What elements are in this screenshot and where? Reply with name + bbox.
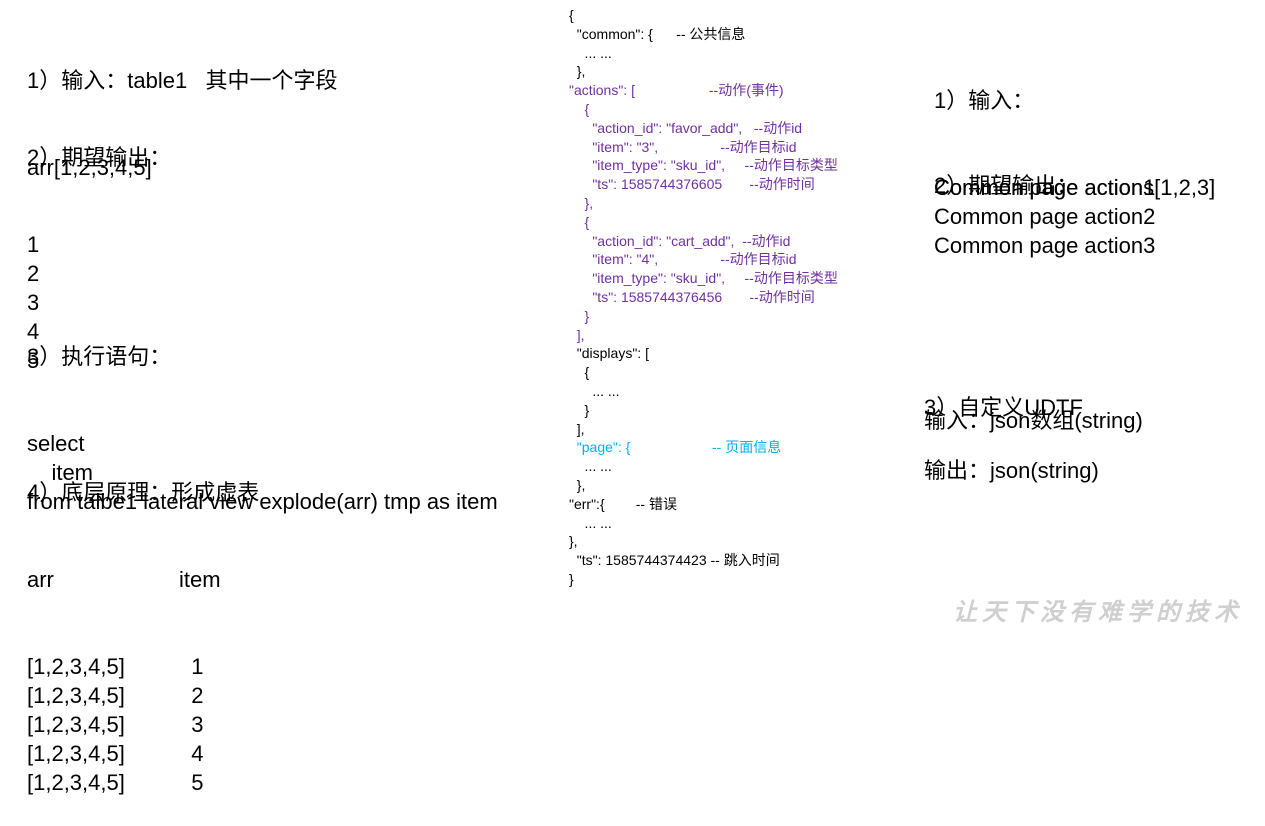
column-header-item: item bbox=[179, 567, 221, 592]
section-title: 1）输入：table1 其中一个字段 bbox=[27, 68, 338, 93]
json-line: ], bbox=[569, 326, 585, 343]
virtual-table-header: arr item bbox=[27, 565, 259, 594]
right-section-1: 1）输入： Common page actions[1,2,3] bbox=[934, 28, 1215, 231]
json-line: ... ... bbox=[569, 514, 612, 531]
json-line: "page": { -- 页面信息 bbox=[569, 439, 782, 456]
output-value: 1 bbox=[27, 232, 40, 257]
section-title: 3）执行语句： bbox=[27, 344, 172, 369]
json-line: "item_type": "sku_id", --动作目标类型 bbox=[569, 157, 838, 174]
section-title: 4）底层原理：形成虚表 bbox=[27, 480, 260, 505]
json-line: { bbox=[569, 7, 574, 23]
left-section-1: 1）输入：table1 其中一个字段 arr[1,2,3,4,5] bbox=[27, 8, 338, 211]
output-value: 2 bbox=[27, 261, 40, 286]
json-line: { bbox=[569, 213, 590, 230]
json-line: "common": { -- 公共信息 bbox=[569, 25, 746, 42]
json-line: ... ... bbox=[569, 382, 620, 399]
udtf-input: 输入：json数组(string) bbox=[924, 408, 1143, 433]
json-line: } bbox=[569, 401, 590, 418]
watermark-text: 让天下没有难学的技术 bbox=[953, 597, 1243, 626]
json-line: "item": "3", --动作目标id bbox=[569, 138, 797, 155]
json-line: "displays": [ bbox=[569, 345, 649, 362]
json-line: }, bbox=[569, 63, 586, 80]
json-line: "item_type": "sku_id", --动作目标类型 bbox=[569, 270, 838, 287]
cell-arr: [1,2,3,4,5] bbox=[27, 741, 125, 766]
json-line: }, bbox=[569, 533, 578, 550]
cell-item: 3 bbox=[179, 712, 204, 737]
output-value: 4 bbox=[27, 319, 40, 344]
input-value: Common page actions[1,2,3] bbox=[934, 175, 1216, 200]
section-title: 2）期望输出： bbox=[934, 173, 1079, 198]
json-line: "actions": [ --动作(事件) bbox=[569, 82, 784, 99]
table-row: [1,2,3,4,5] 2 bbox=[27, 681, 259, 710]
virtual-table-body: [1,2,3,4,5] 1[1,2,3,4,5] 2[1,2,3,4,5] 3[… bbox=[27, 652, 259, 797]
right-section-3-title: 3）自定义UDTF bbox=[924, 335, 1083, 451]
json-line: "action_id": "cart_add", --动作id bbox=[569, 232, 791, 249]
json-line: } bbox=[569, 307, 590, 324]
sql-line: item bbox=[27, 460, 94, 485]
output-value: 3 bbox=[27, 290, 40, 315]
json-line: "ts": 1585744376456 --动作时间 bbox=[569, 288, 815, 305]
json-line: "item": "4", --动作目标id bbox=[569, 251, 797, 268]
output-value: Common page action3 bbox=[934, 233, 1156, 258]
table-row: [1,2,3,4,5] 4 bbox=[27, 739, 259, 768]
output-value: Common page action2 bbox=[934, 204, 1156, 229]
json-line: }, bbox=[569, 194, 594, 211]
left-section-4: 4）底层原理：形成虚表 arr item [1,2,3,4,5] 1[1,2,3… bbox=[27, 420, 259, 826]
cell-item: 1 bbox=[179, 654, 204, 679]
right-section-2-title: 2）期望输出： bbox=[934, 113, 1078, 229]
section-title: 1）输入： bbox=[934, 88, 1035, 113]
json-line: } bbox=[569, 570, 574, 587]
left-section-3: 3）执行语句： select item from talbe1 lateral v… bbox=[27, 284, 498, 545]
json-line: ], bbox=[569, 420, 585, 437]
section-title: 2）期望输出： bbox=[27, 145, 172, 170]
section-title: 3）自定义UDTF bbox=[924, 395, 1083, 420]
cell-item: 2 bbox=[179, 683, 204, 708]
cell-arr: [1,2,3,4,5] bbox=[27, 683, 125, 708]
column-header-arr: arr bbox=[27, 567, 54, 592]
sql-line: from talbe1 lateral view explode(arr) tm… bbox=[27, 489, 498, 514]
cell-arr: [1,2,3,4,5] bbox=[27, 712, 125, 737]
cell-item: 5 bbox=[179, 770, 204, 795]
json-line: { bbox=[569, 100, 590, 117]
json-line: "err":{ -- 错误 bbox=[569, 495, 677, 512]
json-line: ... ... bbox=[569, 44, 612, 61]
table-row: [1,2,3,4,5] 3 bbox=[27, 710, 259, 739]
table-row: [1,2,3,4,5] 5 bbox=[27, 768, 259, 797]
cell-item: 4 bbox=[179, 741, 204, 766]
json-line: "ts": 1585744376605 --动作时间 bbox=[569, 176, 815, 193]
json-line: { bbox=[569, 364, 590, 381]
expected-output-list: 1 2 3 4 5 bbox=[27, 230, 171, 375]
output-value: Common page action1 bbox=[934, 175, 1156, 200]
input-value: arr[1,2,3,4,5] bbox=[27, 155, 152, 180]
left-section-2: 2）期望输出： 1 2 3 4 5 bbox=[27, 85, 171, 404]
cell-arr: [1,2,3,4,5] bbox=[27, 770, 125, 795]
output-value: 5 bbox=[27, 348, 40, 373]
cell-arr: [1,2,3,4,5] bbox=[27, 654, 125, 679]
json-line: "ts": 1585744374423 -- 跳入时间 bbox=[569, 552, 780, 569]
udtf-output: 输出：json(string) bbox=[924, 458, 1099, 483]
table-row: [1,2,3,4,5] 1 bbox=[27, 652, 259, 681]
sql-line: select bbox=[27, 431, 85, 456]
json-line: }, bbox=[569, 476, 586, 493]
json-example: { "common": { -- 公共信息 ... ... }, "actions… bbox=[569, 6, 838, 589]
json-line: "action_id": "favor_add", --动作id bbox=[569, 119, 803, 136]
json-line: ... ... bbox=[569, 458, 612, 475]
sql-statement: select item from talbe1 lateral view expl… bbox=[27, 429, 498, 516]
